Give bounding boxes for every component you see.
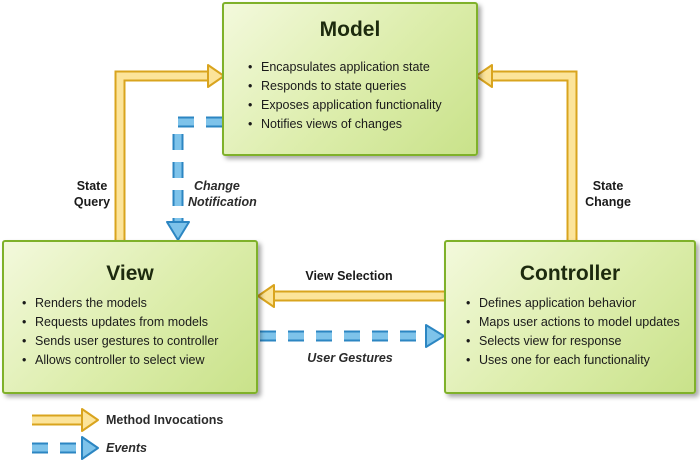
model-item: Responds to state queries	[248, 77, 442, 96]
state-query-label-line2: Query	[73, 195, 111, 209]
state-query-label: State Query	[64, 178, 120, 210]
user-gestures-label: User Gestures	[307, 351, 393, 365]
state-change-arrow	[475, 64, 578, 240]
controller-item: Defines application behavior	[466, 294, 680, 313]
legend-method-invocations: Method Invocations	[106, 413, 224, 427]
view-responsibilities: Renders the models Requests updates from…	[22, 294, 218, 370]
view-title: View	[106, 262, 154, 285]
view-item: Requests updates from models	[22, 313, 218, 332]
model-title: Model	[319, 18, 381, 41]
view-selection-label: View Selection	[305, 269, 393, 283]
controller-responsibilities: Defines application behavior Maps user a…	[466, 294, 680, 370]
view-selection-arrow	[257, 284, 444, 308]
state-change-label-line2: Change	[585, 195, 631, 209]
controller-box: Controller Defines application behavior …	[444, 240, 696, 394]
controller-item: Uses one for each functionality	[466, 351, 680, 370]
model-responsibilities: Encapsulates application state Responds …	[248, 58, 442, 134]
controller-item: Maps user actions to model updates	[466, 313, 680, 332]
state-change-label: State Change	[580, 178, 636, 210]
change-notification-label: Change Notification	[188, 178, 278, 210]
view-box: View Renders the models Requests updates…	[2, 240, 258, 394]
state-query-label-line1: State	[76, 179, 108, 193]
view-item: Sends user gestures to controller	[22, 332, 218, 351]
model-box: Model Encapsulates application state Res…	[222, 2, 478, 156]
state-change-label-line1: State	[592, 179, 624, 193]
view-item: Allows controller to select view	[22, 351, 218, 370]
state-query-arrow	[114, 64, 225, 240]
change-notification-arrow	[166, 116, 222, 241]
legend-events: Events	[106, 441, 147, 455]
model-item: Encapsulates application state	[248, 58, 442, 77]
model-item: Notifies views of changes	[248, 115, 442, 134]
change-notification-label-line1: Change	[194, 179, 240, 193]
controller-title: Controller	[519, 262, 621, 285]
controller-item: Selects view for response	[466, 332, 680, 351]
legend-events-arrow	[32, 436, 99, 460]
change-notification-label-line2: Notification	[188, 195, 257, 209]
legend-method-arrow	[32, 408, 99, 432]
model-item: Exposes application functionality	[248, 96, 442, 115]
user-gestures-arrow	[260, 324, 445, 348]
view-item: Renders the models	[22, 294, 218, 313]
